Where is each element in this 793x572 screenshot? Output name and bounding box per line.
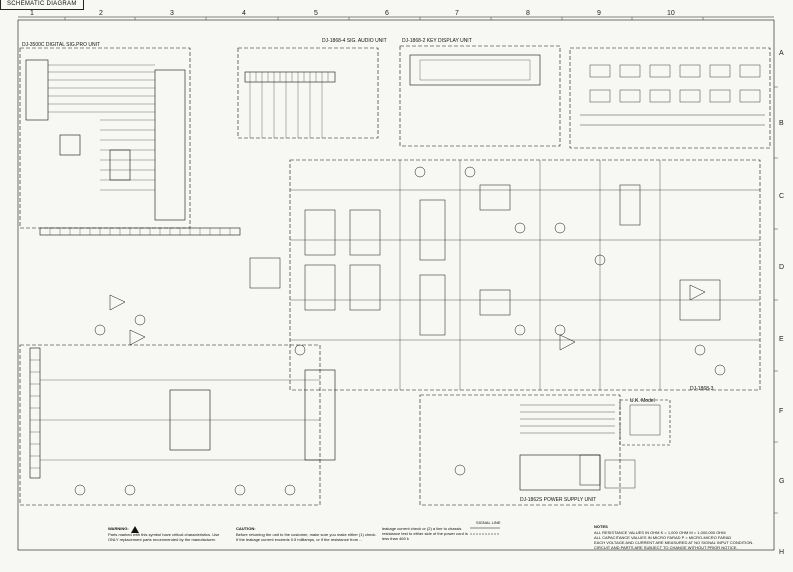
caution-title: CAUTION:	[236, 526, 256, 531]
grid-row-label: E	[779, 336, 784, 343]
caution-text: Before returning the unit to the custome…	[236, 532, 377, 542]
grid-row-label: D	[779, 264, 785, 271]
grid-column-label: 1	[30, 10, 34, 17]
grid-column-label: 10	[667, 10, 675, 17]
grid-column-label: 5	[314, 10, 318, 17]
grid-column-label: 4	[242, 10, 246, 17]
unit-title-sig-audio: DJ-1868-4 SIG. AUDIO UNIT	[322, 38, 387, 44]
note-line: CIRCUIT AND PARTS ARE SUBJECT TO CHANGE …	[594, 545, 738, 550]
grid-column-label: 8	[526, 10, 530, 17]
schematic-title-tab: SCHEMATIC DIAGRAM	[0, 0, 84, 10]
grid-column-label: 3	[170, 10, 174, 17]
warning-title: WARNING:	[108, 526, 129, 531]
leakage-text: leakage current check or (2) a line to c…	[382, 526, 468, 541]
grid-row-label: F	[779, 408, 784, 415]
unit-title-dj-1868-3: DJ-1868-3	[690, 386, 714, 392]
grid-row-label: G	[779, 478, 785, 485]
grid-column-label: 9	[597, 10, 601, 17]
grid-column-label: 7	[455, 10, 459, 17]
unit-title-digital-sig-pro: DJ-3500C DIGITAL SIG.PRO UNIT	[22, 42, 101, 48]
grid-column-label: 2	[99, 10, 103, 17]
grid-row-label: C	[779, 193, 785, 200]
grid-row-label: A	[779, 50, 784, 57]
note-line: EACH VOLTAGE AND CURRENT ARE MEASURED AT…	[594, 540, 754, 545]
note-line: ALL CAPACITANCE VALUES IN MICRO FARAD P …	[594, 535, 732, 540]
warning-text: Parts marked with this symbol have criti…	[108, 532, 220, 542]
signal-line-label: SIGNAL LINE	[476, 520, 501, 525]
unit-title-key-display: DJ-1868-2 KEY DISPLAY UNIT	[402, 38, 472, 44]
note-line: ALL RESISTANCE VALUES IN OHM K = 1,000 O…	[594, 530, 726, 535]
grid-row-label: B	[779, 120, 784, 127]
grid-row-label: H	[779, 549, 785, 556]
unit-title-uk-model: U.K. Model	[630, 398, 655, 404]
notes-title: NOTES	[594, 524, 608, 529]
grid-column-label: 6	[385, 10, 389, 17]
unit-title-power-supply: DJ-1862S POWER SUPPLY UNIT	[520, 497, 597, 503]
